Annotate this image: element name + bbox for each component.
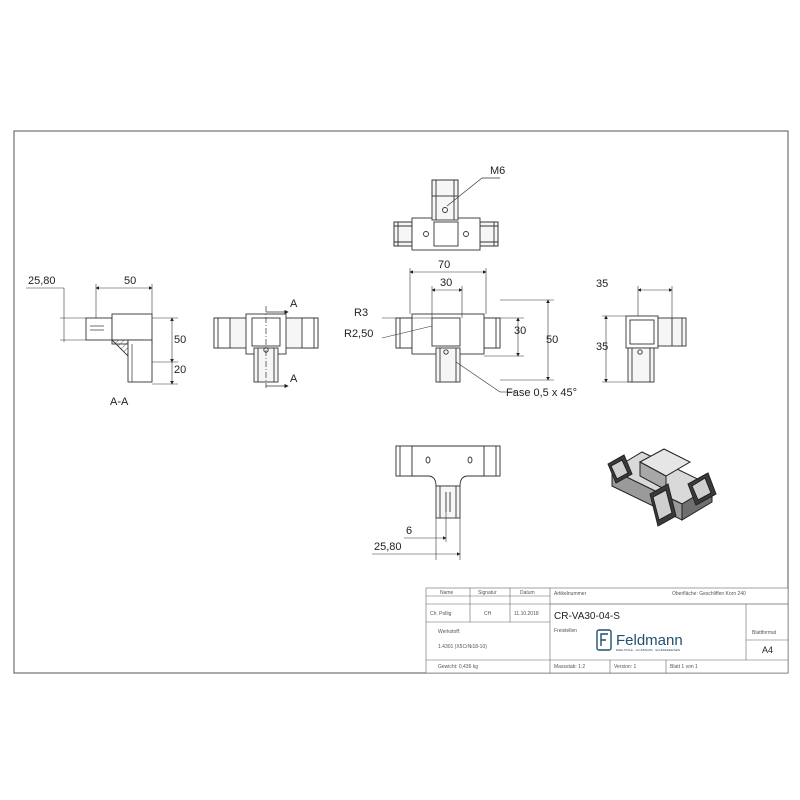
logo-mark-icon [596,629,612,651]
dim-section-width: 50 [124,275,136,287]
top-view [393,179,499,251]
dim-bottom-total: 25,80 [374,541,402,553]
cut-label-bottom: A [290,373,298,385]
isometric-view [607,448,717,527]
bottom-view [395,445,501,519]
tb-header-signature: Signatur [478,590,497,596]
front-dimensions [381,268,554,393]
dim-section-top-left: 25,80 [28,275,56,287]
company-logo: Feldmann EDELSTAHL · ALUMINIUM · SCHMIED… [596,629,683,652]
logo-name: Feldmann [616,632,683,649]
dim-inner-height: 30 [514,325,526,337]
chamfer-label: Fase 0,5 x 45° [506,387,577,399]
dim-right-top: 35 [596,278,608,290]
front-view [395,313,501,383]
dim-section-height: 50 [174,334,186,346]
tb-weight: Gewicht: 0,436 kg [438,664,478,670]
tb-header-article: Artikelnummer [554,591,587,597]
tb-description-label: Freistellen [554,628,577,634]
tb-surface: Oberfläche: Geschliffen Korn 240 [672,591,746,597]
tb-format-value: A4 [762,645,773,655]
thread-label: M6 [490,165,505,177]
tb-material-label: Werkstoff: [438,629,460,635]
section-dimensions [26,284,178,385]
tb-scale: Massstab: 1:2 [554,664,585,670]
dim-outer-height: 50 [546,334,558,346]
dim-outer-width: 70 [438,259,450,271]
tb-signature: CH [484,611,492,617]
dim-inner-width: 30 [440,277,452,289]
tb-format-label: Blattformat [752,630,777,636]
dim-bottom-slot: 6 [406,525,412,537]
tb-header-name: Name [440,590,454,596]
dim-radius-outer: R3 [354,307,368,319]
tb-version: Version: 1 [614,664,636,670]
tb-header-date: Datum [520,590,535,596]
drawing-border [13,130,789,674]
tb-material-value: 1.4301 (X5CrNi18-10) [438,644,487,650]
section-view [85,313,153,383]
tb-drawn-by: Ch. Pollig [430,611,452,617]
tb-sheet: Blatt 1 von 1 [670,664,698,670]
right-dimensions [602,286,673,383]
dim-radius-inner: R2,50 [344,328,373,340]
logo-tagline: EDELSTAHL · ALUMINIUM · SCHMIEDEEISEN [616,648,680,652]
cut-line [265,306,289,389]
bottom-dimensions [372,512,461,560]
section-label: A-A [110,396,129,408]
dim-right-side: 35 [596,341,608,353]
dim-section-bottom: 20 [174,364,186,376]
tb-part-number: CR-VA30-04-S [554,611,620,622]
right-view [625,315,687,383]
tb-date: 11.10.2018 [514,611,539,617]
cut-label-top: A [290,298,298,310]
